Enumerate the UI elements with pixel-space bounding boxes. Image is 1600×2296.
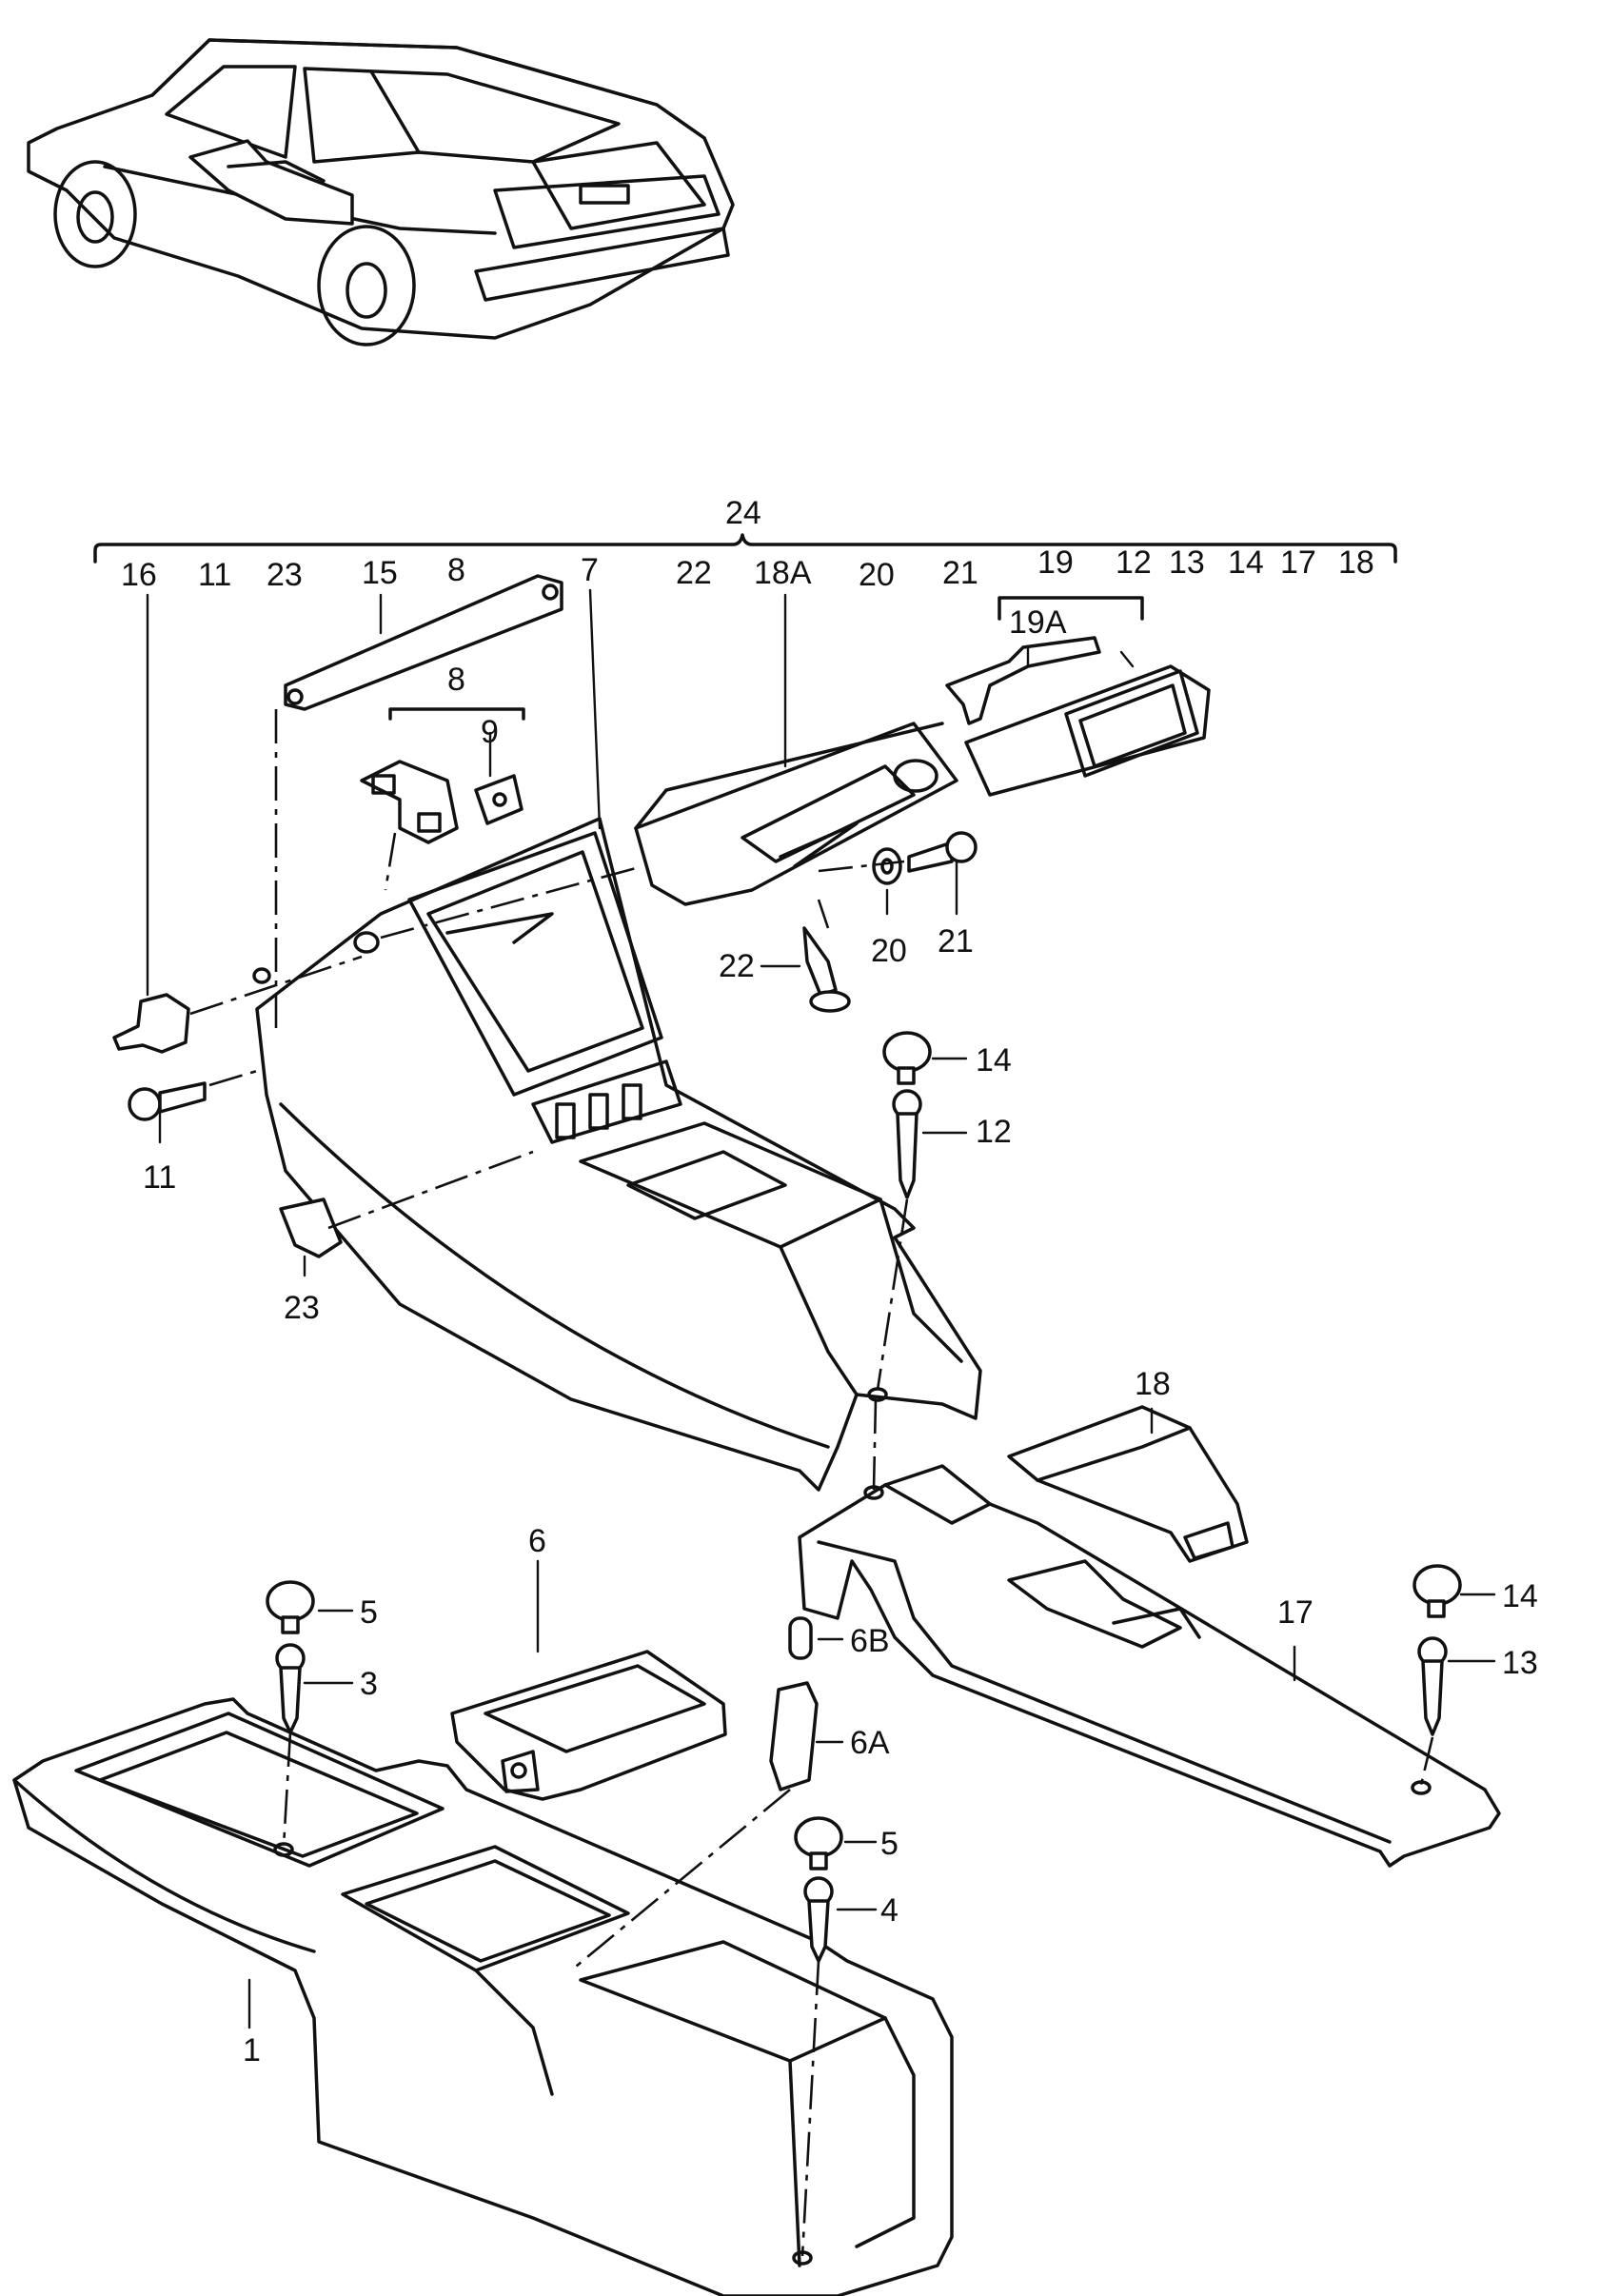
- callout-5-b: 5: [880, 1826, 899, 1862]
- screw-part-4: [803, 1876, 834, 1963]
- callout-1: 1: [243, 2032, 261, 2068]
- group-item-10: 19: [1037, 544, 1074, 581]
- callout-6: 6: [528, 1523, 546, 1559]
- callout-14-lower: 14: [1502, 1578, 1538, 1614]
- callout-23: 23: [284, 1290, 320, 1326]
- console-part-1: [12, 1697, 954, 2296]
- callout-21: 21: [938, 923, 974, 960]
- group-item-15: 18: [1338, 544, 1374, 581]
- screw-part-12: [892, 1089, 922, 1199]
- callout-labels: 8 9 19A 11 23 22 20 21 14 12 18 17 14 13…: [143, 604, 1538, 2068]
- group-item-6: 22: [676, 555, 712, 591]
- callout-11: 11: [143, 1159, 176, 1196]
- screw-part-3: [275, 1643, 306, 1734]
- group-item-13: 14: [1228, 544, 1264, 581]
- callout-6A: 6A: [850, 1725, 890, 1761]
- clip-part-16: [112, 993, 190, 1054]
- group-item-9: 21: [942, 555, 978, 591]
- strip-part-15: [284, 574, 563, 711]
- bracket-8: [388, 707, 525, 721]
- callout-13: 13: [1502, 1645, 1538, 1681]
- socket-part-6A: [769, 1681, 819, 1791]
- callout-4: 4: [880, 1892, 899, 1929]
- car-illustration: [27, 38, 735, 346]
- group-item-0: 16: [121, 557, 157, 593]
- callout-6B: 6B: [850, 1623, 890, 1659]
- washer-part-20: [872, 847, 902, 885]
- cap-part-5-a: [266, 1580, 315, 1634]
- callout-12: 12: [976, 1114, 1012, 1150]
- sub-label-9: 9: [481, 714, 499, 750]
- nut-part-9: [474, 774, 523, 825]
- assembly-lines: [189, 709, 1434, 2257]
- cap-part-5-b: [794, 1816, 843, 1870]
- cover-part-18: [1007, 1405, 1249, 1563]
- callout-20: 20: [871, 933, 907, 969]
- upper-console-part: [252, 817, 982, 1492]
- callout-22: 22: [719, 948, 755, 984]
- screw-part-21: [907, 831, 978, 873]
- group-item-4: 8: [447, 552, 465, 588]
- sub-label-8: 8: [447, 662, 465, 698]
- group-item-12: 13: [1169, 544, 1205, 581]
- group-item-14: 17: [1280, 544, 1316, 581]
- bracket-19: [998, 596, 1144, 621]
- clip-part-8: [360, 760, 459, 844]
- insert-part-19: [964, 664, 1211, 797]
- callout-18: 18: [1135, 1366, 1171, 1402]
- leader-lines: [146, 588, 1496, 2029]
- callout-3: 3: [360, 1666, 378, 1702]
- group-item-1: 11: [198, 557, 231, 593]
- callout-17: 17: [1277, 1594, 1314, 1631]
- screw-part-22: [802, 926, 851, 1013]
- group-items-row: 16 11 23 15 8 7 22 18A 20 21 19 12 13 14…: [121, 544, 1374, 593]
- sub-label-19A: 19A: [1009, 604, 1067, 641]
- bulb-part-6B: [788, 1616, 813, 1660]
- group-label-24: 24: [725, 495, 761, 531]
- pad-part-23: [279, 1197, 343, 1258]
- callout-5-a: 5: [360, 1594, 378, 1631]
- group-item-7: 18A: [754, 555, 812, 591]
- group-item-2: 23: [267, 557, 303, 593]
- group-item-8: 20: [859, 557, 895, 593]
- ashtray-part-6: [450, 1650, 727, 1801]
- screw-part-11: [128, 1081, 207, 1121]
- group-item-5: 7: [581, 552, 599, 588]
- screw-part-13: [1417, 1636, 1448, 1736]
- group-item-11: 12: [1116, 544, 1152, 581]
- holder-part-18A: [634, 722, 958, 906]
- cap-part-14-lower: [1412, 1564, 1462, 1618]
- group-bracket-24: [93, 533, 1397, 564]
- group-item-3: 15: [362, 555, 398, 591]
- callout-14-upper: 14: [976, 1042, 1012, 1079]
- cap-part-14-upper: [882, 1031, 932, 1085]
